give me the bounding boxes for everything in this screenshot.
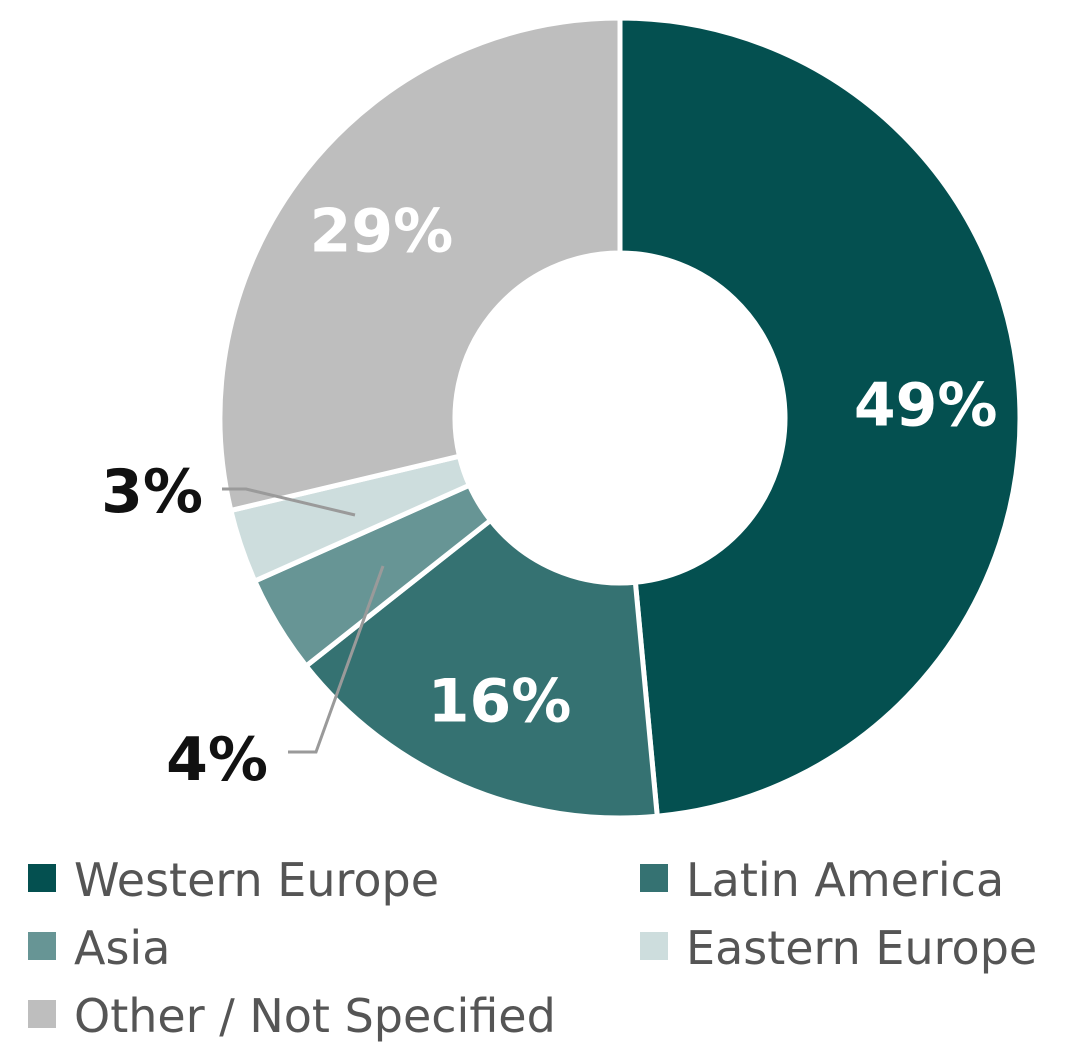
leader-lines [222,487,385,754]
legend-label-eastern-europe: Eastern Europe [686,921,1037,975]
legend-label-latin-america: Latin America [686,853,1004,907]
data-label-eastern-europe: 3% [101,457,203,527]
data-label-latin-america: 16% [428,666,572,736]
data-label-asia: 4% [166,725,268,795]
slice-labels: 49% 16% 29% 4% 3% [101,197,997,795]
data-label-western-europe: 49% [854,371,998,441]
legend-swatch-other-not-specified [28,1000,56,1028]
donut-slices [217,15,1023,821]
legend-swatch-latin-america [640,864,668,892]
legend-swatch-western-europe [28,864,56,892]
data-label-other-not-specified: 29% [310,197,454,267]
leader-line-asia [288,565,385,754]
legend-swatch-asia [28,932,56,960]
slice-western-europe [617,15,1023,819]
legend-label-other-not-specified: Other / Not Specified [74,989,556,1043]
slice-other-not-specified [217,15,623,514]
legend-label-western-europe: Western Europe [74,853,439,907]
leader-line-eastern-europe [222,487,356,517]
slice-latin-america [302,516,660,821]
legend-label-asia: Asia [74,921,170,975]
legend-swatch-eastern-europe [640,932,668,960]
